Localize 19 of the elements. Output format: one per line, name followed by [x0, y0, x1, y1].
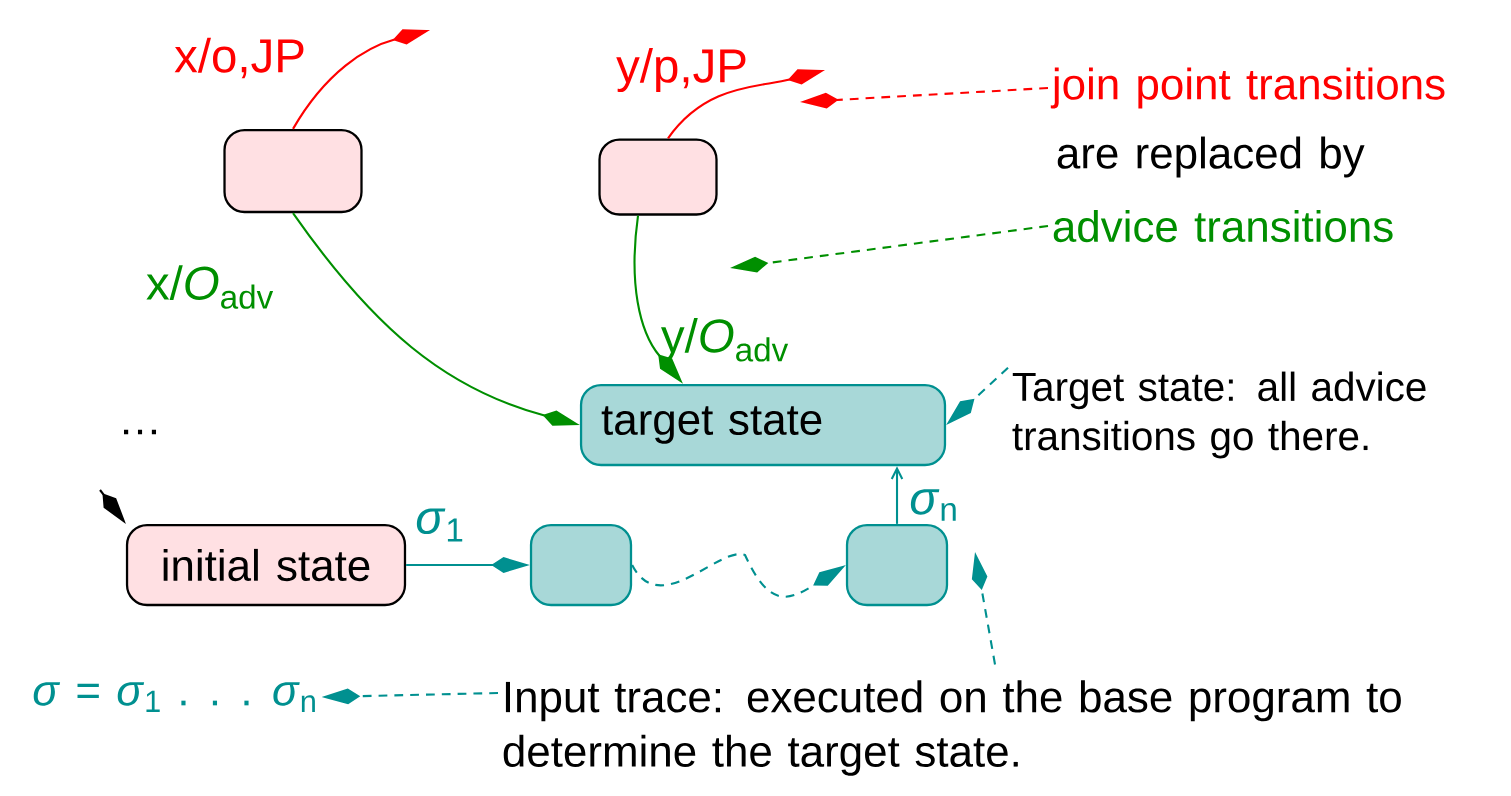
annotation-text: Input trace: executed on the base program to determine the target state.: [503, 680, 1401, 776]
edge-label: σ$_{1}$: [416, 508, 463, 542]
edge-label: σ$_{n}$: [910, 489, 956, 521]
state-box: target state: [579, 383, 947, 467]
edge-label: x/O$_{adv}$: [146, 265, 274, 309]
annotation-text: Target state: all advice transitions go there.: [1012, 371, 1426, 459]
annotation-text: join point transitions: [1050, 67, 1445, 109]
state-box: initial state: [125, 523, 407, 607]
state-box: [845, 523, 949, 607]
annotation-text: are replaced by: [1057, 136, 1365, 178]
annotation-text: …: [124, 429, 156, 435]
edge-label: y/p,JP: [616, 47, 746, 93]
state-box: [598, 138, 718, 216]
edge-label: x/o,JP: [174, 37, 304, 79]
arrow: [890, 466, 904, 524]
state-box: [223, 128, 363, 214]
annotation-text: advice transitions: [1053, 209, 1393, 243]
state-box: [529, 523, 633, 607]
formula-text: σ = σ$_{1}$ . . . σ$_{n}$: [33, 682, 315, 712]
